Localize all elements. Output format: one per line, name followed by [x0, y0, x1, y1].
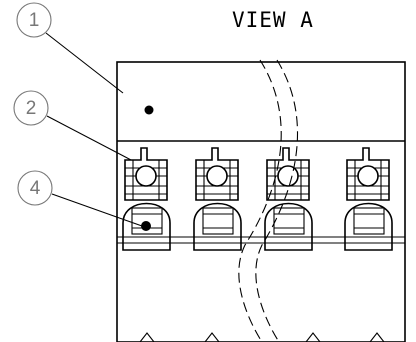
terminal-modules	[122, 147, 393, 251]
housing-outline	[116, 61, 406, 342]
leader-line-1	[45, 32, 124, 94]
terminal-module	[344, 147, 393, 251]
balloon-1: 1	[16, 2, 52, 38]
leader-line-2	[46, 115, 132, 161]
balloon-1-label: 1	[29, 10, 40, 31]
bottom-feet	[139, 332, 385, 342]
leader-line-4	[51, 193, 143, 227]
balloon-2: 2	[13, 90, 49, 126]
balloon-4: 4	[17, 170, 53, 206]
terminal-module	[193, 147, 242, 251]
marker-dot	[144, 105, 154, 115]
break-symbol	[238, 59, 299, 342]
view-title: VIEW A	[232, 8, 314, 32]
balloon-2-label: 2	[26, 98, 37, 119]
balloon-4-label: 4	[30, 178, 41, 199]
leader-lines	[45, 32, 143, 227]
terminal-module	[264, 147, 313, 251]
terminal-module	[122, 147, 171, 251]
housing	[116, 61, 406, 342]
